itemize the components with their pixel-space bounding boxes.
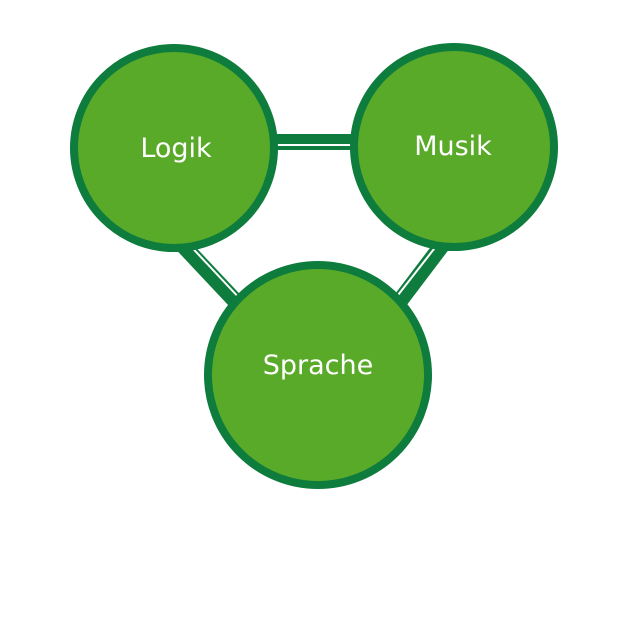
node-label-musik: Musik (414, 131, 492, 162)
connector-logik-musik (270, 134, 360, 150)
node-logik: Logik (70, 44, 278, 252)
node-sprache: Sprache (204, 261, 432, 489)
node-label-logik: Logik (140, 133, 212, 164)
connector-musik-sprache (389, 235, 453, 311)
node-musik: Musik (350, 43, 558, 251)
node-label-sprache: Sprache (263, 350, 374, 381)
